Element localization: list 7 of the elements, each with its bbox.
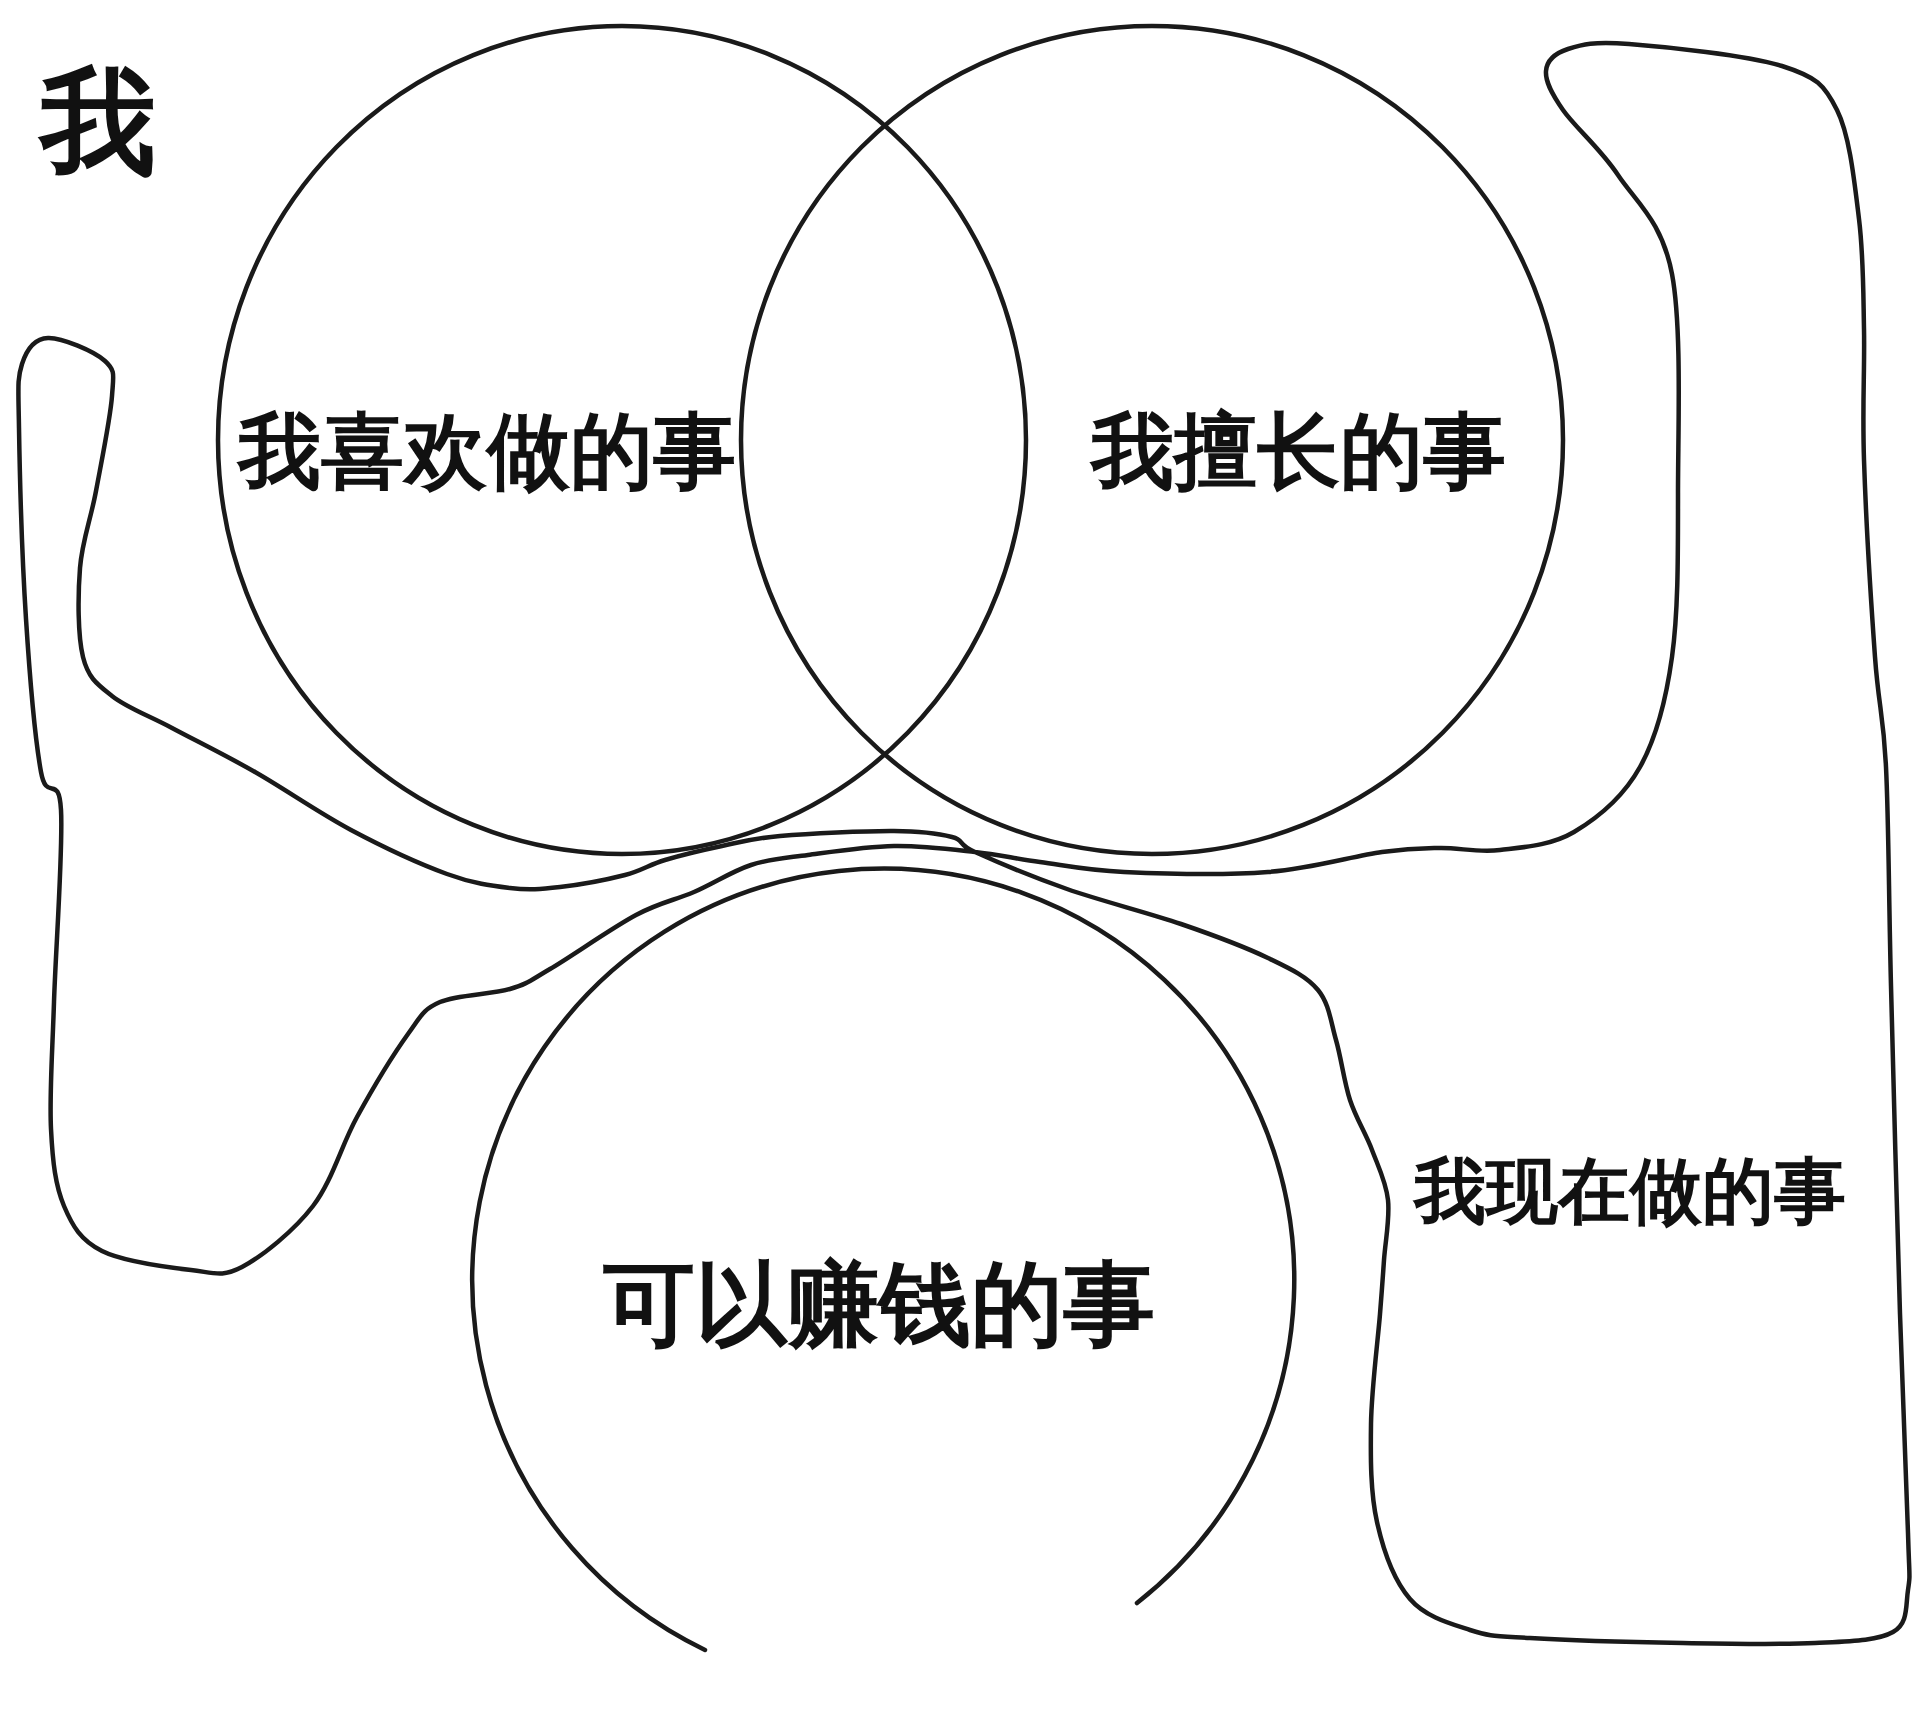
title: 我 [40,64,156,180]
freeform-region [14,39,1914,1649]
circle-label: 我擅长的事 [1090,409,1506,493]
circle-label: 我喜欢做的事 [238,409,736,493]
region-label: 我现在做的事 [1414,1155,1846,1227]
venn-circle [738,23,1566,857]
venn-circle [215,23,1029,857]
